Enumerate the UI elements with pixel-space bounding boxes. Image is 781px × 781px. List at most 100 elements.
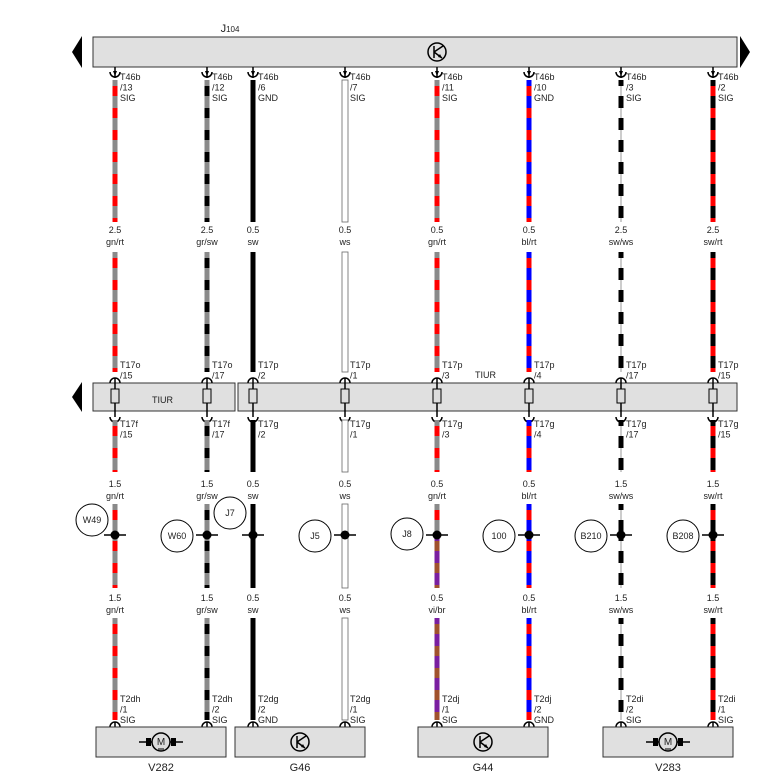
wire-size: 0.5 <box>339 479 352 489</box>
component-label-g44: G44 <box>473 762 494 774</box>
splice-label: J5 <box>310 531 320 541</box>
terminal-icon <box>202 388 212 404</box>
top-pin-label: SIG <box>212 93 228 103</box>
connector-pin-label: T17f <box>120 419 139 429</box>
connector-pin-label: /17 <box>212 371 225 381</box>
connector-pin-label: /15 <box>718 371 731 381</box>
terminal-icon <box>248 388 258 404</box>
bottom-pin-label: SIG <box>626 715 642 725</box>
top-pin-label: GND <box>534 93 555 103</box>
bottom-pin-label: T2di <box>718 694 736 704</box>
top-pin-label: T46b <box>350 72 371 82</box>
motor-icon: M <box>646 732 690 752</box>
top-pin-label: T46b <box>120 72 141 82</box>
motor-circle <box>658 732 678 752</box>
wire-color-code: sw/rt <box>704 491 723 501</box>
splice-label: B208 <box>672 531 693 541</box>
wire-size: 1.5 <box>615 593 628 603</box>
pin-arrow-icon <box>205 71 209 76</box>
top-pin-label: SIG <box>350 93 366 103</box>
wire-color-code: gn/rt <box>428 237 447 247</box>
top-pin-label: T46b <box>718 72 739 82</box>
wire-size: 2.5 <box>109 225 122 235</box>
bottom-pin-label: /1 <box>442 705 450 715</box>
wire-size: 0.5 <box>247 479 260 489</box>
wire-segment-mid <box>341 251 349 373</box>
splice-callout <box>213 496 247 530</box>
wire-color-code: ws <box>339 491 351 501</box>
motor-brush <box>653 738 658 746</box>
wire-color-code: bl/rt <box>521 237 537 247</box>
wire-size: 1.5 <box>201 479 214 489</box>
bottom-pin-label: T2dh <box>120 694 141 704</box>
bottom-pin-label: T2dh <box>212 694 233 704</box>
tiur-label: TIUR <box>152 395 173 405</box>
control-unit-label: J104 <box>221 23 240 35</box>
top-pin-label: /11 <box>442 83 454 93</box>
splice-dot <box>340 530 350 540</box>
wire-color-code: gr/sw <box>196 237 218 247</box>
wire-size: 0.5 <box>431 593 444 603</box>
sensor-circle <box>290 732 310 752</box>
bottom-pin-label: T2dj <box>442 694 460 704</box>
wire-color-code: sw/rt <box>704 605 723 615</box>
wire-size: 2.5 <box>707 225 720 235</box>
pin-arrow-icon <box>527 71 531 76</box>
wire-size: 0.5 <box>523 225 536 235</box>
wire-color-code: gn/rt <box>106 491 125 501</box>
terminal-icon <box>340 388 350 404</box>
pin-arrow-icon <box>251 71 255 76</box>
component-box <box>417 726 549 758</box>
connector-pin-label: /15 <box>120 430 133 440</box>
wire-white <box>341 534 349 589</box>
wire-size: 0.5 <box>431 479 444 489</box>
connector-pin-label: /17 <box>626 430 639 440</box>
splice-dot <box>524 530 534 540</box>
top-pin-label: /10 <box>534 83 547 93</box>
wire-color-code: ws <box>339 237 351 247</box>
splice-label: B210 <box>580 531 601 541</box>
connector-bar-right <box>237 382 738 412</box>
wire-size: 0.5 <box>339 225 352 235</box>
bottom-pin-label: /2 <box>534 705 542 715</box>
top-pin-label: /12 <box>212 83 225 93</box>
wire-size: 1.5 <box>707 593 720 603</box>
motor-letter: M <box>157 737 165 748</box>
splice-dot <box>616 530 626 540</box>
splice-callout <box>75 503 109 537</box>
connector-pin-label: /3 <box>442 430 450 440</box>
terminal-icon <box>432 388 442 404</box>
connector-pin-label: /3 <box>442 371 450 381</box>
wire-size: 1.5 <box>109 593 122 603</box>
splice-dot <box>248 530 258 540</box>
splice-callout <box>160 519 194 553</box>
connector-pin-label: /4 <box>534 371 542 381</box>
splice-label: J7 <box>225 508 235 518</box>
splice-label: W60 <box>168 531 187 541</box>
pin-arrow-icon <box>619 71 623 76</box>
component-box <box>234 726 366 758</box>
connector-pin-label: T17g <box>718 419 739 429</box>
connector-pin-label: /17 <box>626 371 639 381</box>
connector-pin-label: T17g <box>258 419 279 429</box>
sensor-icon <box>290 732 310 752</box>
wire-size: 2.5 <box>615 225 628 235</box>
splice-dot <box>432 530 442 540</box>
top-pin-label: T46b <box>258 72 279 82</box>
control-unit-bar <box>92 36 738 68</box>
wire-size: 2.5 <box>201 225 214 235</box>
splice-callout <box>390 517 424 551</box>
pin-arrow-icon <box>435 71 439 76</box>
wire-white <box>341 419 349 473</box>
wire-segment-bottom <box>341 617 349 721</box>
sensor-icon <box>473 732 493 752</box>
wire-white <box>341 503 349 536</box>
connector-pin-label: /17 <box>212 430 225 440</box>
top-pin-label: /3 <box>626 83 634 93</box>
arrow-head <box>301 744 305 748</box>
top-pin-label: SIG <box>626 93 642 103</box>
bottom-pin-label: T2dg <box>258 694 279 704</box>
component-label-v283: V283 <box>655 762 681 774</box>
wire-white <box>341 617 349 721</box>
